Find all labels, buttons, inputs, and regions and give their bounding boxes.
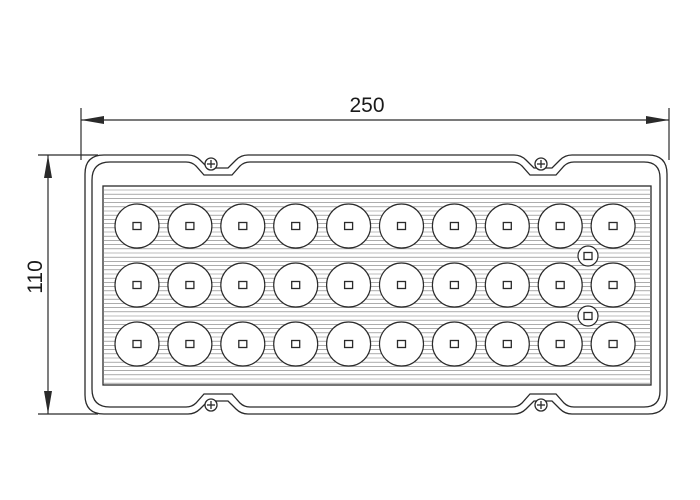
led-chip — [502, 280, 512, 290]
led-chip — [185, 280, 195, 290]
screw-icon — [534, 398, 548, 412]
led-chip — [185, 339, 195, 349]
height-arrow-top — [44, 155, 52, 178]
led-chip — [608, 339, 618, 349]
led-lens — [590, 203, 636, 249]
led-lens — [590, 262, 636, 308]
led-chip — [291, 339, 301, 349]
led-lens — [114, 262, 160, 308]
led-chip — [132, 339, 142, 349]
screw-icon — [204, 398, 218, 412]
mounting-screws — [204, 157, 548, 412]
led-chip — [396, 280, 407, 290]
led-chip — [238, 339, 248, 349]
led-chip — [343, 280, 354, 290]
housing-inner-outline — [91, 161, 661, 408]
led-lens — [114, 203, 160, 249]
led-lens — [537, 321, 583, 367]
led-lens — [537, 203, 583, 249]
led-lens — [431, 321, 477, 367]
led-chip — [291, 221, 301, 231]
led-lens — [167, 203, 213, 249]
led-chip — [343, 339, 354, 349]
led-chip — [238, 280, 248, 290]
led-lens — [167, 262, 213, 308]
height-dimension — [38, 154, 98, 415]
indicator-led — [577, 245, 599, 267]
lens-plate — [102, 185, 652, 386]
led-chip — [343, 221, 354, 231]
led-chip — [449, 280, 460, 290]
led-lens — [431, 203, 477, 249]
housing-outer-outline — [84, 154, 668, 415]
led-chip — [555, 280, 565, 290]
height-label: 110 — [24, 260, 47, 293]
led-lens — [484, 203, 530, 249]
led-chip — [555, 221, 565, 231]
led-chip — [555, 339, 565, 349]
led-lens — [326, 321, 372, 367]
led-chip — [185, 221, 195, 231]
indicator-lights — [577, 245, 599, 327]
screw-icon — [204, 157, 218, 171]
led-chip — [132, 221, 142, 231]
width-label: 250 — [349, 94, 384, 117]
led-lens — [378, 321, 425, 367]
led-lens — [431, 262, 477, 308]
width-arrow-left — [81, 116, 104, 124]
led-lens — [273, 262, 319, 308]
led-chip — [396, 339, 407, 349]
led-chip — [608, 221, 618, 231]
led-lens — [167, 321, 213, 367]
indicator-led — [577, 305, 599, 327]
led-lens — [484, 321, 530, 367]
led-chip — [449, 339, 460, 349]
led-lens — [273, 203, 319, 249]
led-lens — [537, 262, 583, 308]
width-dimension — [80, 108, 670, 160]
led-chip — [291, 280, 301, 290]
led-chip — [132, 280, 142, 290]
led-grid — [114, 203, 636, 367]
led-lens — [590, 321, 636, 367]
height-arrow-bottom — [44, 391, 52, 414]
led-chip — [396, 221, 407, 231]
led-lens — [484, 262, 530, 308]
led-chip — [608, 280, 618, 290]
led-lens — [114, 321, 160, 367]
led-lens — [378, 262, 425, 308]
led-lens — [220, 321, 266, 367]
led-lens — [220, 203, 266, 249]
led-lens — [273, 321, 319, 367]
screw-icon — [534, 157, 548, 171]
width-arrow-right — [646, 116, 669, 124]
led-lens — [326, 262, 372, 308]
led-chip — [449, 221, 460, 231]
led-lens — [326, 203, 372, 249]
led-chip — [502, 339, 512, 349]
led-chip — [502, 221, 512, 231]
led-chip — [238, 221, 248, 231]
led-lens — [220, 262, 266, 308]
led-lens — [378, 203, 425, 249]
